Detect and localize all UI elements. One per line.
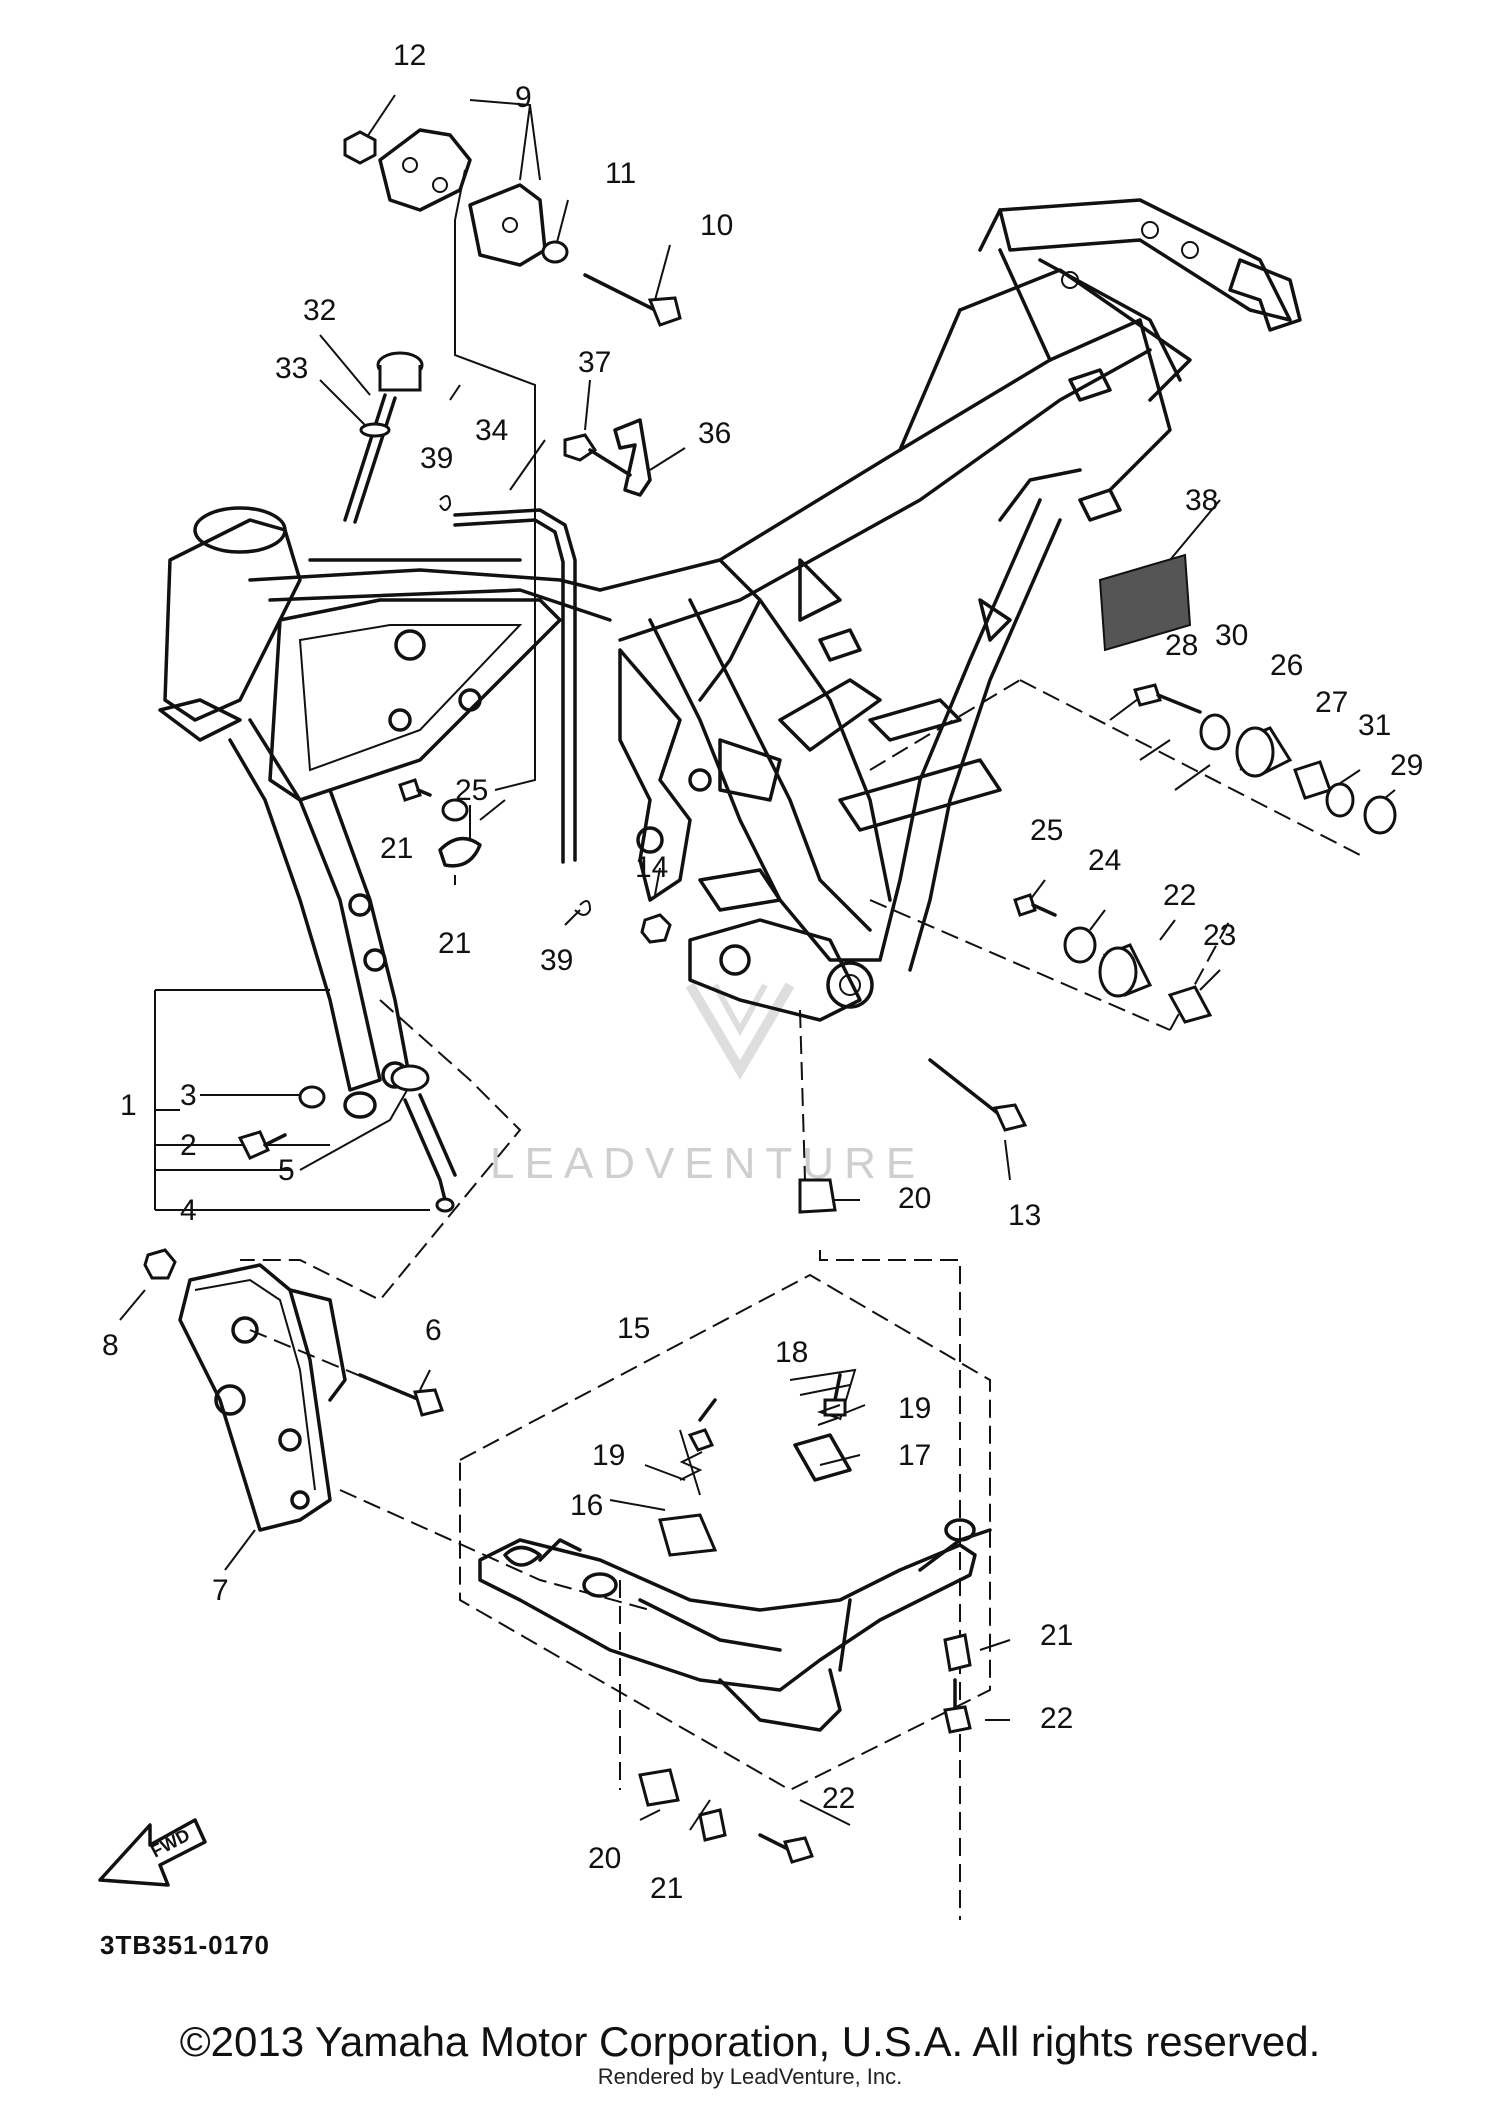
callout-39-bottom: 39 [540,944,573,977]
callout-29: 25 [1030,814,1063,847]
callout-2: 2 [180,1129,197,1162]
callout-12: 12 [393,39,426,72]
skid-plate [478,1373,992,1732]
callout-34: 30 [1215,619,1248,652]
callout-26: 22 [1163,879,1196,912]
callout-7: 7 [212,1574,229,1607]
diagram-code: 3TB351-0170 [100,1930,270,1960]
callout-11: 11 [605,157,636,190]
callout-23: 21 [438,927,471,960]
callout-25: 25 [455,774,488,807]
callout-9: 9 [515,81,532,114]
callout-30: 26 [1270,649,1303,682]
callout-28: 24 [1088,844,1121,877]
callout-27: 23 [1203,919,1236,952]
callout-39-top: 39 [420,442,453,475]
callout-21-right: 21 [1040,1619,1073,1652]
callout-18: 18 [775,1336,808,1369]
rendered-by-notice: Rendered by LeadVenture, Inc. [597,2064,903,2089]
callout-22-bottom: 22 [822,1782,855,1815]
callout-15: 15 [617,1312,650,1345]
callout-13: 13 [1008,1199,1041,1232]
callout-36: 32 [303,294,336,327]
fwd-label: FWD [147,1825,193,1862]
callout-19-left: 19 [592,1439,625,1472]
callout-33: 29 [1390,749,1423,782]
callout-17: 17 [898,1439,931,1472]
callout-1: 1 [120,1089,137,1122]
callout-5: 5 [278,1154,295,1187]
callout-8: 8 [102,1329,119,1362]
callout-20-bottom: 20 [588,1842,621,1875]
watermark-text: LEADVENTURE [490,1139,925,1188]
callout-37: 33 [275,352,308,385]
callout-35: 31 [1358,709,1391,742]
callout-21-bottom: 21 [650,1872,683,1905]
callout-31: 27 [1315,686,1348,719]
watermark-logo [685,982,795,1080]
copyright-notice: ©2013 Yamaha Motor Corporation, U.S.A. A… [179,2018,1321,2065]
callout-labels: 12 9 11 10 32 33 37 34 39 36 38 28 30 26… [102,39,1423,1905]
callout-22-right: 22 [1040,1702,1073,1735]
callout-14: 14 [635,851,668,884]
callout-40: 36 [698,417,731,450]
callout-42: 38 [1185,484,1218,517]
fwd-arrow-icon: FWD [98,1818,207,1887]
callout-4: 4 [180,1194,197,1227]
callout-20-top: 20 [898,1182,931,1215]
engine-mount-plate [178,1263,347,1532]
callout-10: 10 [700,209,733,242]
callout-24: 21 [380,832,413,865]
callout-16: 16 [570,1489,603,1522]
lower-hardware [638,1633,972,1864]
callout-6: 6 [425,1314,442,1347]
callout-41: 37 [578,346,611,379]
callout-19-right: 19 [898,1392,931,1425]
callout-3: 3 [180,1079,197,1112]
hardware-parts [143,128,1397,1417]
main-frame [158,198,1302,1119]
callout-38: 34 [475,414,508,447]
callout-32: 28 [1165,629,1198,662]
